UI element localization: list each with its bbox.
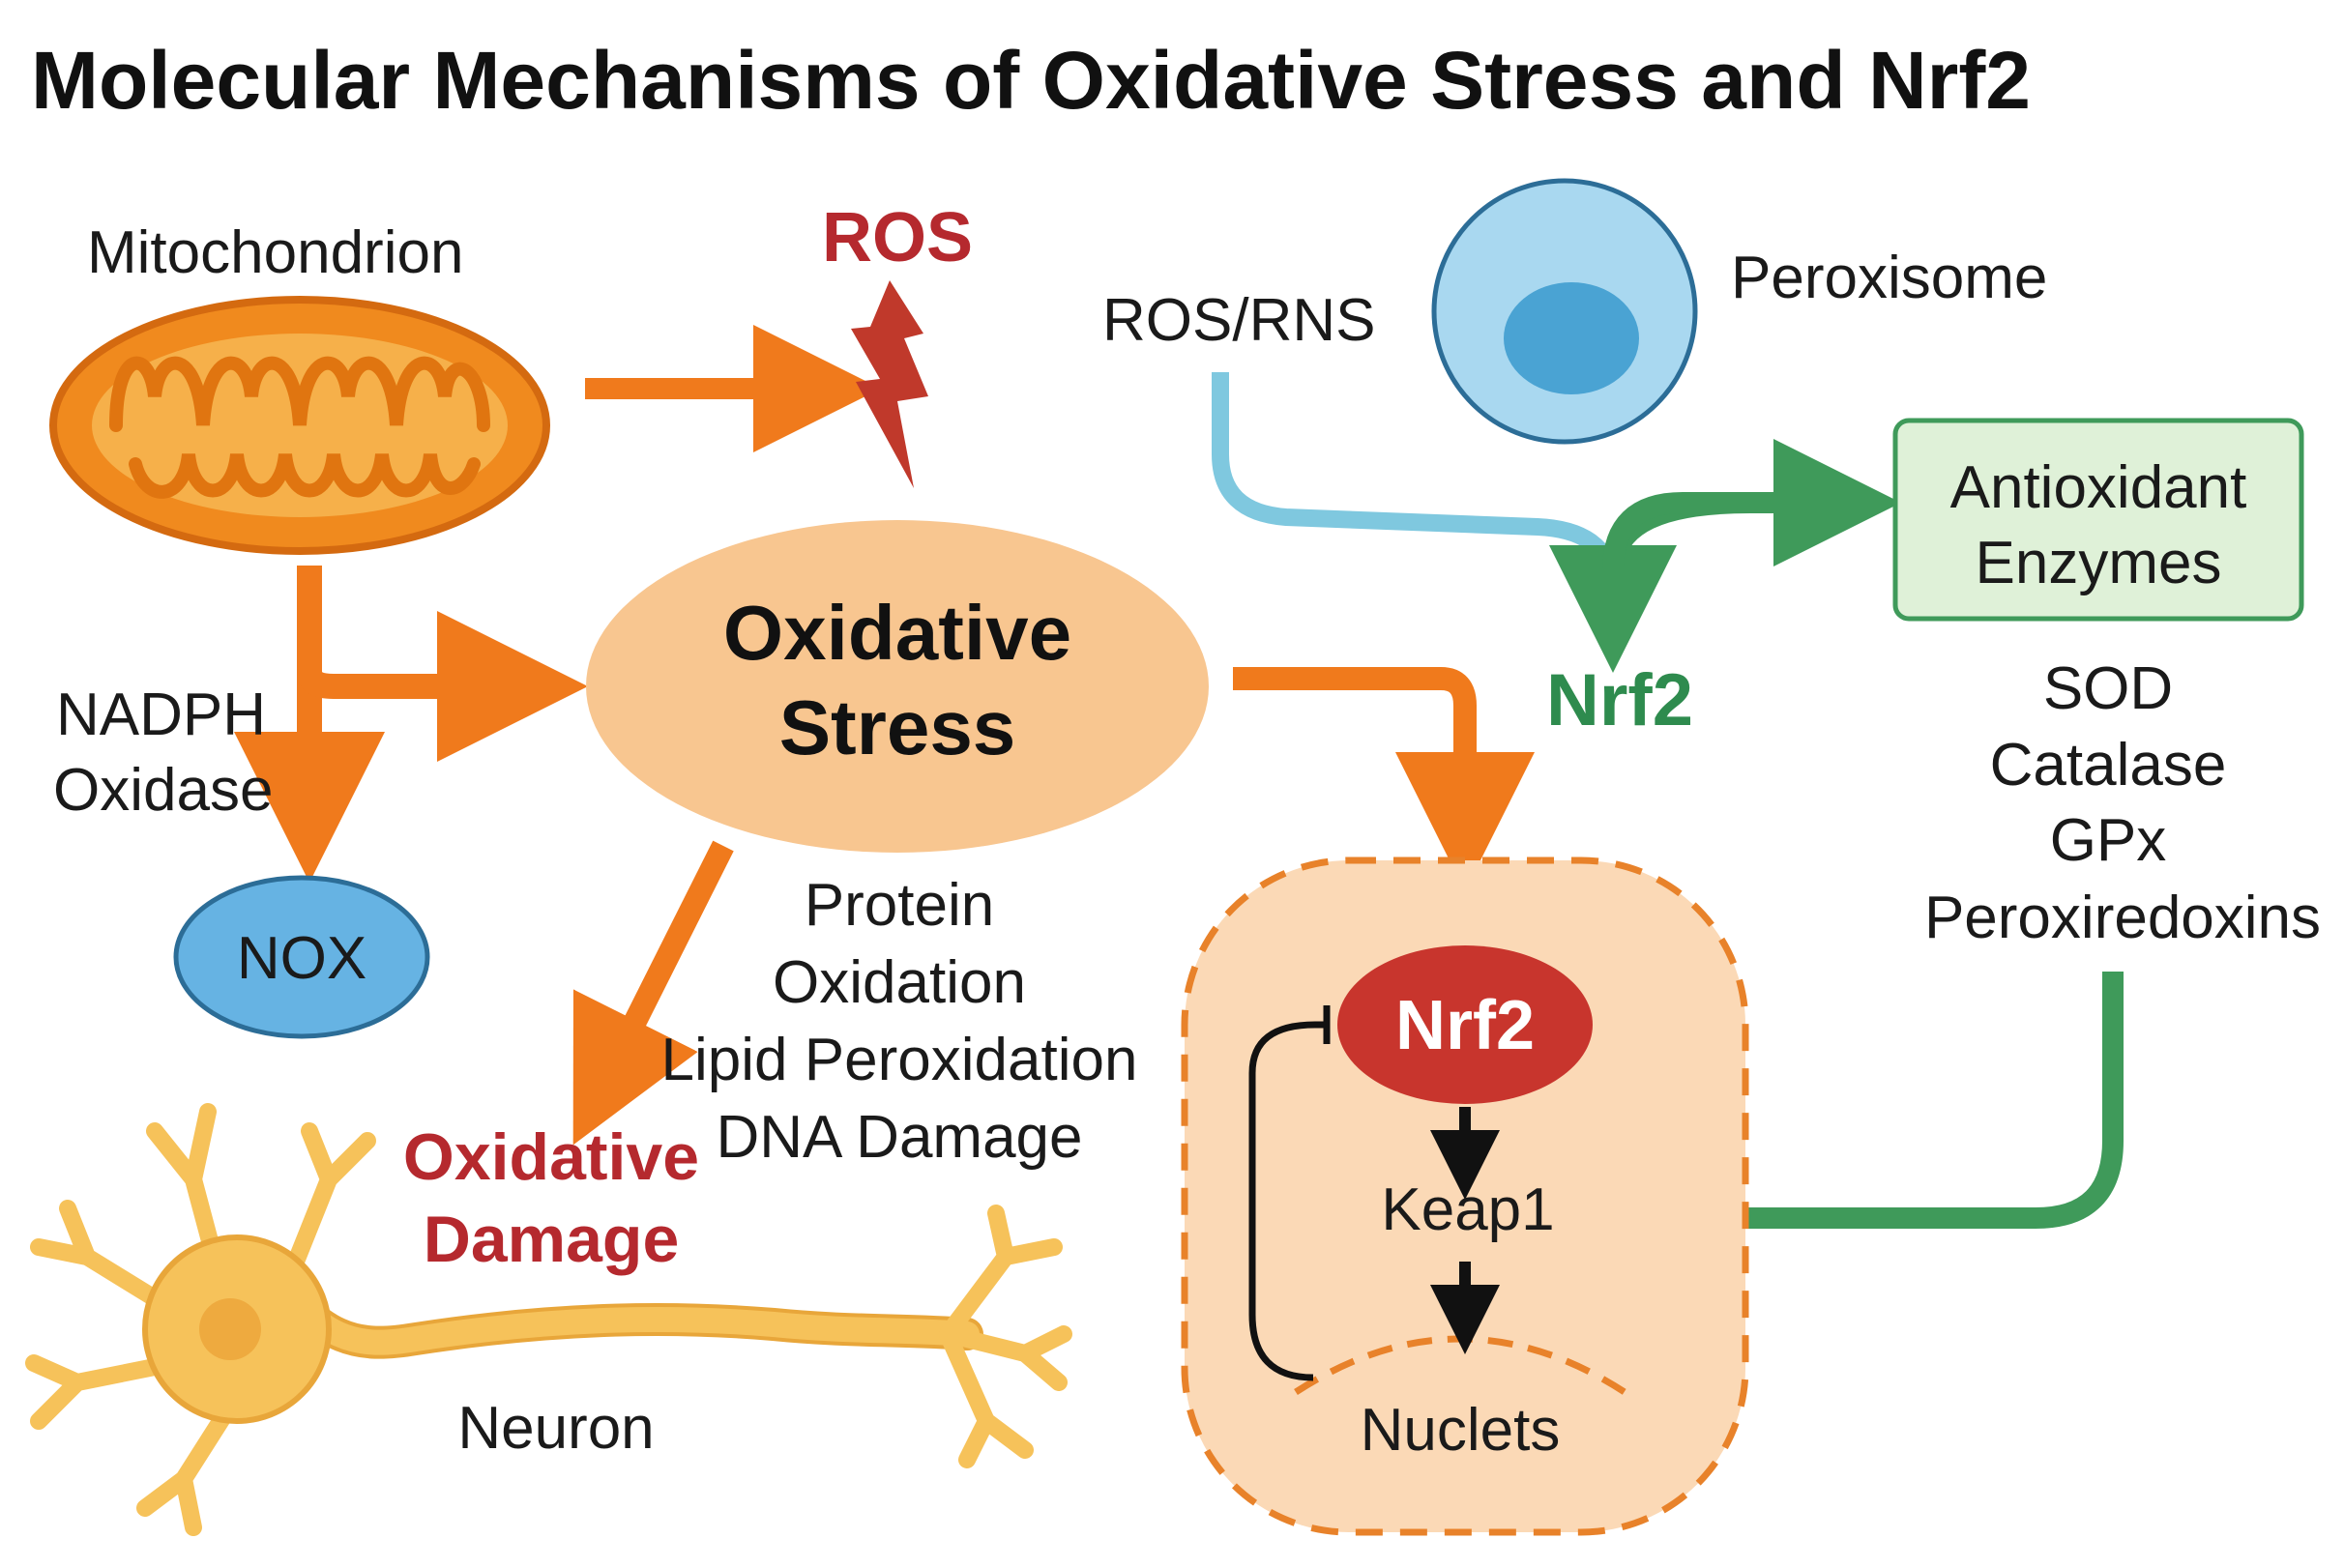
protein-oxidation-line1: Protein [805,872,994,939]
enzyme-catalase: Catalase [1990,732,2227,799]
enzyme-sod: SOD [2043,655,2173,722]
oxidase-label: Oxidase [53,757,273,824]
nadph-label: NADPH [56,682,266,748]
oxidative-stress-node: Oxidative Stress [586,520,1209,853]
neuron-icon [25,1103,1072,1536]
nox-node: NOX [173,875,430,1039]
ros-label: ROS [822,199,973,276]
protein-oxidation-line2: Oxidation [773,949,1026,1016]
keap1-label: Keap1 [1381,1176,1554,1243]
nrf2-red-node: Nrf2 [1337,945,1593,1104]
oxidative-damage-line1: Oxidative [403,1120,699,1194]
enzyme-peroxiredoxins: Peroxiredoxins [1924,885,2321,951]
neuron-label: Neuron [457,1395,654,1462]
arrow-to-antioxidant [1602,439,1901,571]
arrow-mito-down [234,566,588,883]
lightning-icon [851,280,928,488]
oxidative-stress-line2: Stress [779,684,1016,770]
ros-rns-label: ROS/RNS [1102,287,1375,354]
dna-damage-label: DNA Damage [716,1104,1082,1171]
oxidative-stress-line1: Oxidative [723,590,1071,676]
diagram-title: Molecular Mechanisms of Oxidative Stress… [31,35,2031,126]
arrow-stress-to-damage [572,840,734,1146]
antioxidant-enzymes-line2: Enzymes [1976,530,2222,596]
antioxidant-enzymes-box: Antioxidant Enzymes [1892,418,2304,622]
arrow-stress-to-cell [1233,667,1535,891]
arrow-enzymes-to-keap1 [1591,972,2124,1229]
nrf2-red-label: Nrf2 [1395,987,1535,1064]
inhibition-loop [1248,1005,1331,1381]
peroxisome-label: Peroxisome [1731,245,2047,311]
oxidative-damage-line2: Damage [424,1203,680,1276]
peroxisome-icon [1431,178,1698,445]
nrf2-green-label: Nrf2 [1546,659,1693,741]
nuclets-label: Nuclets [1361,1397,1561,1464]
enzyme-gpx: GPx [2050,807,2167,874]
mitochondrion-icon [49,296,550,555]
mitochondrion-label: Mitochondrion [87,219,463,286]
nox-label: NOX [237,925,366,992]
lipid-peroxidation-label: Lipid Peroxidation [661,1027,1138,1093]
antioxidant-enzymes-line1: Antioxidant [1950,454,2247,521]
